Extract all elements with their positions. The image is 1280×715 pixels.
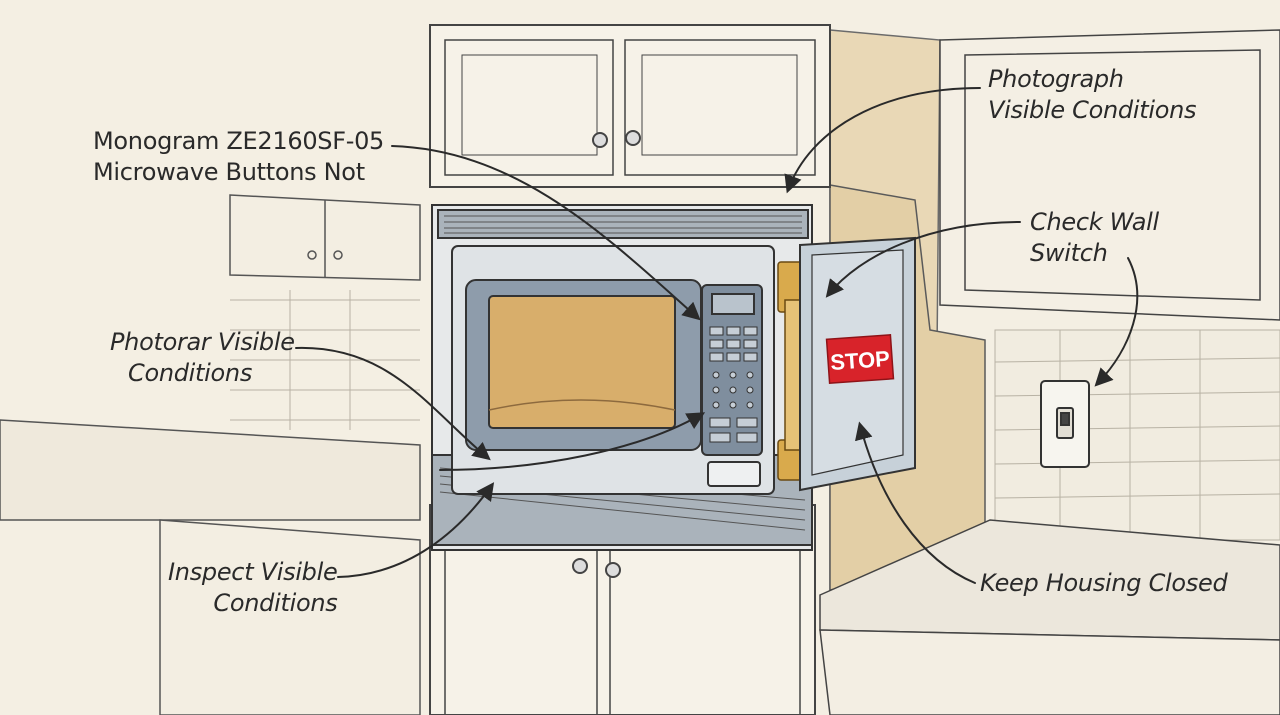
arrow-photograph <box>784 87 981 194</box>
keypad <box>709 326 758 443</box>
callout-inspect-line2: Conditions <box>213 589 338 617</box>
callout-monogram-line2: Microwave Buttons Not <box>93 158 365 186</box>
callout-monogram: Monogram ZE2160SF-05 Microwave Buttons N… <box>93 126 384 188</box>
door-release <box>707 461 761 487</box>
wall-switch <box>1040 380 1090 468</box>
callout-photorar-line1: Photorar Visible <box>110 328 295 356</box>
upper-cabinet <box>429 24 831 188</box>
callout-photorar: Photorar Visible Conditions <box>110 327 295 389</box>
callout-wall-switch: Check Wall Switch <box>1030 207 1159 269</box>
callout-photorar-line2: Conditions <box>128 359 253 387</box>
callout-housing: Keep Housing Closed <box>980 568 1228 599</box>
arrow-housing <box>855 421 976 584</box>
left-cabinets <box>0 194 421 715</box>
arrow-inspect <box>337 482 495 578</box>
stop-sign: STOP <box>825 334 895 384</box>
backsplash-tiles-left <box>230 290 420 430</box>
callout-monogram-line1: Monogram ZE2160SF-05 <box>93 127 385 155</box>
arrow-photorar <box>295 346 491 461</box>
callout-inspect-line1: Inspect Visible <box>168 558 338 586</box>
callout-arrows <box>295 87 1139 584</box>
right-upper-cabinet <box>939 29 1280 321</box>
microwave-window <box>488 295 676 429</box>
stop-label: STOP <box>830 346 891 375</box>
arrow-monogram <box>391 145 701 321</box>
arrow-wall-switch <box>825 221 1021 298</box>
microwave-body <box>451 245 775 495</box>
arrow-photorar-2 <box>439 412 706 471</box>
right-countertop <box>819 519 1280 715</box>
display <box>711 293 755 315</box>
callout-photograph-line1: Photograph <box>988 65 1124 93</box>
callout-wall-line1: Check Wall <box>1030 208 1159 236</box>
callout-photograph-line2: Visible Conditions <box>988 96 1197 124</box>
backsplash-tiles <box>994 329 1280 541</box>
callout-housing-line1: Keep Housing Closed <box>980 569 1228 597</box>
callout-photograph: Photograph Visible Conditions <box>988 64 1196 126</box>
callout-wall-line2: Switch <box>1030 239 1108 267</box>
arrow-switch-curve <box>1094 257 1139 387</box>
callout-inspect: Inspect Visible Conditions <box>168 557 338 619</box>
